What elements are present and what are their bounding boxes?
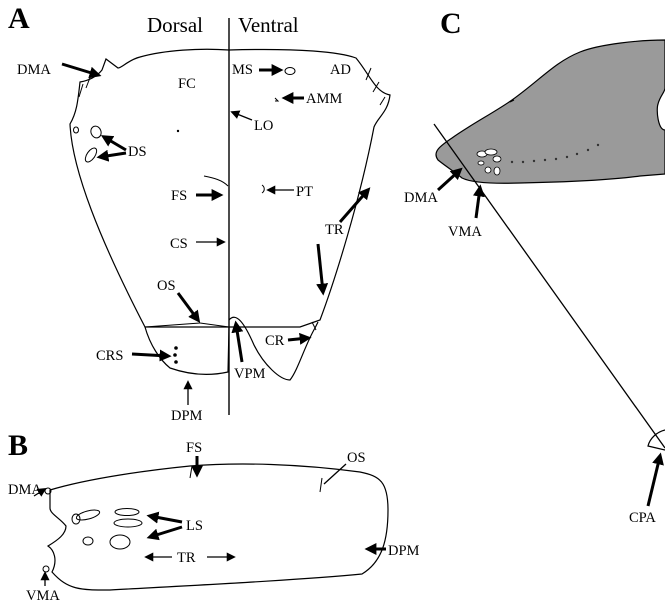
arrow-vpm [231,320,244,363]
crs-dots [173,346,178,364]
ls-pits [71,508,143,550]
arrow-lo [230,110,253,121]
vma-knob-b [42,565,50,573]
arrow-ls-2 [146,525,183,541]
panel-c: C DMA VMA CPA [404,7,665,526]
carapace-outline [69,48,391,328]
arrow-dma-b [33,488,47,497]
shell-pits [476,148,502,176]
posterior-rim-2 [199,322,230,328]
lateral-outline [46,463,389,591]
label-ms: MS [232,62,253,78]
label-lo: LO [254,118,273,134]
label-vma-b: VMA [26,588,60,604]
panel-a-letter: A [8,2,30,35]
arrow-crs [131,349,172,362]
cpa-body-edge [647,429,665,451]
arrow-ds-1 [100,135,127,152]
ds-pits [73,125,102,163]
label-ls: LS [186,518,203,534]
arrow-vma-c [472,184,485,219]
label-os-b: OS [347,450,366,466]
posterior-rim [144,322,201,328]
panel-b: B FS OS DMA LS TR DPM VMA [8,429,420,604]
label-fs-b: FS [186,440,202,456]
label-tr-b: TR [177,550,196,566]
arrow-tr-up [338,187,371,223]
label-fc: FC [178,76,196,92]
arrow-cr [287,332,312,345]
shell-dot-row [510,143,600,164]
arrow-tr-down [316,243,329,296]
arrow-cpa [646,452,664,507]
label-dpm-a: DPM [171,408,203,424]
label-pt: PT [296,184,313,200]
label-os-a: OS [157,278,176,294]
label-tr-a: TR [325,222,344,238]
arrow-os-a [176,292,201,323]
amm-tick [274,97,280,102]
label-amm: AMM [306,91,342,107]
fs-groove [203,175,229,187]
dorsal-title: Dorsal [147,13,203,37]
label-crs: CRS [96,348,123,364]
panel-c-letter: C [440,7,462,40]
arrow-os-b [323,463,347,485]
label-dma-a: DMA [17,62,51,78]
shell-silhouette [435,39,665,184]
panel-b-letter: B [8,429,28,462]
label-cpa: CPA [629,510,656,526]
label-dma-c: DMA [404,190,438,206]
label-ds: DS [128,144,147,160]
arrow-dma-a [61,62,102,79]
pt-mark [261,184,265,194]
label-fs-a: FS [171,188,187,204]
axis-line [433,123,665,449]
small-dot [176,129,180,133]
os-line-b [319,477,323,493]
label-vma-c: VMA [448,224,482,240]
arrow-ds-2 [96,149,127,162]
fs-line-b [189,465,193,479]
shell-tick [509,99,515,103]
arrow-ls-1 [146,511,183,524]
ventral-title: Ventral [238,13,299,37]
posterior-lobe [144,326,230,375]
cr-notch [311,321,317,331]
label-ad: AD [330,62,351,78]
ms-pit [284,67,296,75]
label-dma-b: DMA [8,482,42,498]
arrow-dma-c [436,167,463,192]
label-vpm: VPM [234,366,266,382]
panel-a: A Dorsal Ventral [8,2,391,424]
label-dpm-b: DPM [388,543,420,559]
label-cr: CR [265,333,285,349]
label-cs: CS [170,236,188,252]
